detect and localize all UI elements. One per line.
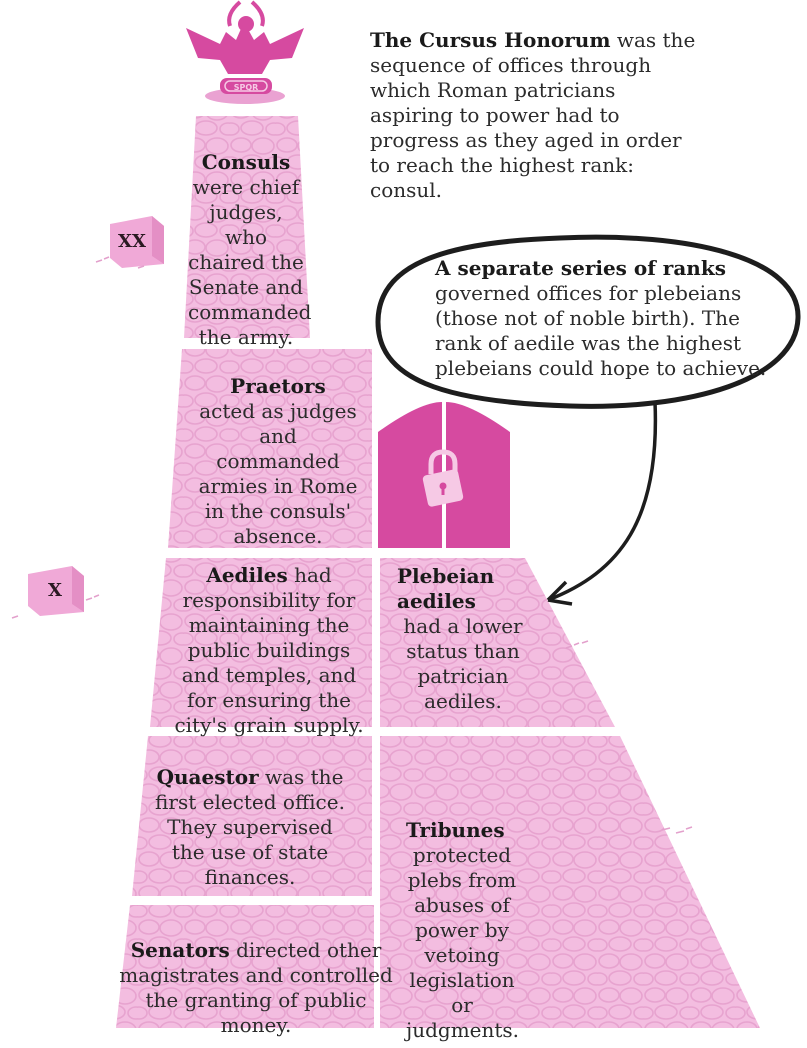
eagle-icon: SPQR (186, 0, 304, 104)
rank-senators-title: Senators (130, 938, 230, 962)
rank-senators: Senators directed other magistrates and … (114, 938, 398, 1038)
step-consuls (184, 116, 310, 338)
bubble-arrow (547, 401, 658, 602)
padlock-icon (422, 449, 464, 507)
step-aediles (150, 558, 372, 727)
badge-aedile (28, 566, 84, 616)
step-plebeian-aediles (380, 558, 615, 727)
rank-quaestor-body: was the first elected office. They super… (155, 765, 345, 889)
rank-consuls-body: were chief judges, who chaired the Senat… (188, 175, 312, 349)
rank-plebeian-aediles-body: had a lower status than patrician aedile… (403, 614, 523, 713)
step-senators (116, 905, 374, 1028)
rank-senators-body: directed other magistrates and controlle… (119, 938, 393, 1037)
rank-consuls-title: Consuls (201, 150, 291, 174)
rank-aediles: Aediles had responsibility for maintaini… (166, 563, 372, 738)
badge-aedile-label: X (48, 580, 62, 601)
rank-consuls: Consuls were chief judges, who chaired t… (188, 150, 311, 350)
rank-aediles-title: Aediles (206, 563, 288, 587)
intro-body: was the sequence of offices through whic… (370, 28, 696, 202)
rank-praetors-title: Praetors (230, 374, 326, 398)
bubble-text: A separate series of ranks governed offi… (435, 256, 780, 381)
plebeian-speech-bubble (375, 234, 801, 606)
rank-plebeian-aediles: Plebeian aediles had a lower status than… (397, 564, 529, 714)
intro-text: The Cursus Honorum was the sequence of o… (370, 28, 700, 203)
step-praetors (168, 349, 372, 548)
rank-praetors: Praetors acted as judges and commanded a… (198, 374, 358, 549)
rank-praetors-body: acted as judges and commanded armies in … (198, 399, 358, 548)
emblem-label: SPQR (234, 83, 259, 92)
intro-title: The Cursus Honorum (370, 28, 611, 52)
step-quaestor (132, 736, 372, 896)
badge-consul-label: XX (118, 231, 146, 252)
dust-marks (11, 256, 693, 834)
rank-plebeian-aediles-title: Plebeian aediles (397, 564, 495, 613)
rank-tribunes-title: Tribunes (406, 818, 505, 842)
plebeian-gate (378, 402, 510, 548)
rank-tribunes: Tribunes protected plebs from abuses of … (396, 818, 566, 1043)
rank-aediles-body: had responsibility for maintaining the p… (174, 563, 364, 737)
step-tribunes (380, 736, 760, 1028)
rank-tribunes-body: protected plebs from abuses of power by … (406, 843, 520, 1042)
rank-quaestor: Quaestor was the first elected office. T… (150, 765, 350, 890)
rank-quaestor-title: Quaestor (156, 765, 259, 789)
bubble-title: A separate series of ranks (435, 256, 726, 280)
badge-consul (110, 216, 164, 268)
bubble-body: governed offices for plebeians (those no… (435, 281, 767, 380)
